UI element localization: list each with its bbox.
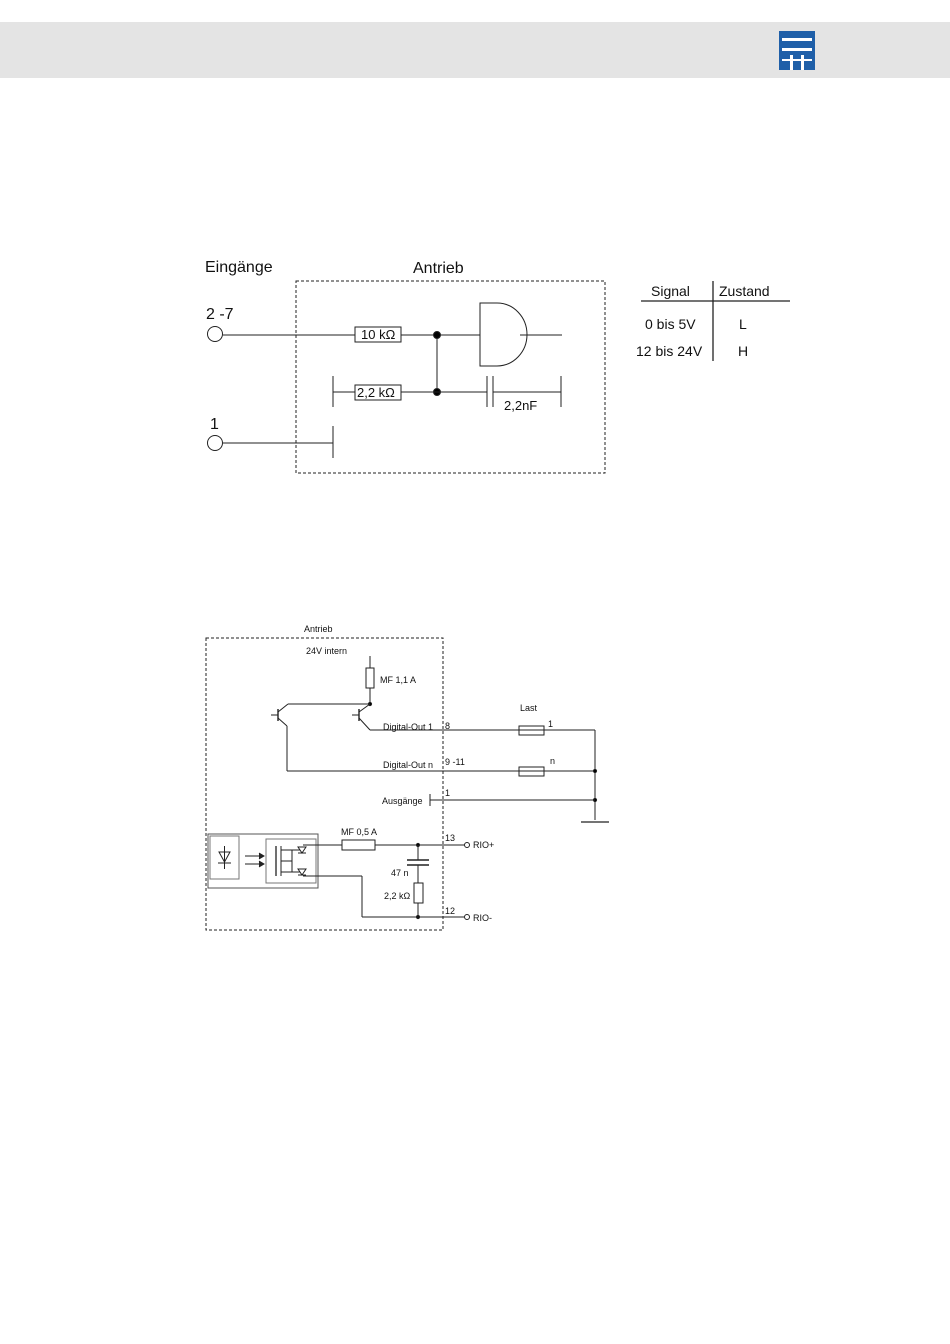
- terminal-1-label: 1: [210, 416, 219, 433]
- fuse-0-5a: [342, 840, 375, 850]
- drive-boundary: [296, 281, 605, 473]
- pin-13-label: 13: [445, 833, 455, 843]
- terminal-1-icon: [208, 436, 223, 451]
- table-header-signal: Signal: [651, 283, 690, 299]
- rio-minus-terminal-icon: [465, 915, 470, 920]
- resistor-2-2k-label: 2,2 kΩ: [357, 385, 395, 400]
- table-cell: H: [738, 343, 748, 359]
- outputs-label: Ausgänge: [382, 796, 423, 806]
- terminal-2-7-label: 2 -7: [206, 306, 234, 323]
- pin-8-label: 8: [445, 721, 450, 731]
- digital-out-n-label: Digital-Out n: [383, 760, 433, 770]
- terminal-2-7-icon: [208, 327, 223, 342]
- digital-out-1-label: Digital-Out 1: [383, 722, 433, 732]
- table-header-state: Zustand: [719, 283, 770, 299]
- inputs-title: Eingänge: [205, 259, 273, 276]
- logic-gate-icon: [480, 303, 527, 366]
- pin-12-label: 12: [445, 906, 455, 916]
- pin-9-11-label: 9 -11: [445, 757, 465, 767]
- fuse-1-1a: [366, 668, 374, 688]
- table-cell: 0 bis 5V: [645, 316, 696, 332]
- input-circuit-diagram: [208, 281, 791, 473]
- output-diagram-labels: Antrieb 24V intern MF 1,1 A Digital-Out …: [304, 624, 555, 923]
- table-cell: L: [739, 316, 747, 332]
- drive-title-2: Antrieb: [304, 624, 333, 634]
- rio-minus-label: RIO-: [473, 913, 492, 923]
- resistor-2-2k-b-label: 2,2 kΩ: [384, 891, 411, 901]
- resistor-10k-label: 10 kΩ: [361, 327, 396, 342]
- load-n-label: n: [550, 756, 555, 766]
- drive-title: Antrieb: [413, 260, 464, 277]
- rio-plus-terminal-icon: [465, 843, 470, 848]
- capacitor-label: 2,2nF: [504, 398, 537, 413]
- rio-plus-label: RIO+: [473, 840, 494, 850]
- pin-1-label: 1: [445, 788, 450, 798]
- fuse-2-label: MF 0,5 A: [341, 827, 377, 837]
- supply-label: 24V intern: [306, 646, 347, 656]
- resistor-2-2k-b: [414, 883, 423, 903]
- fuse-1-label: MF 1,1 A: [380, 675, 416, 685]
- junction-dot: [434, 332, 441, 339]
- cap-47n-label: 47 n: [391, 868, 409, 878]
- table-cell: 12 bis 24V: [636, 343, 703, 359]
- load-1-label: 1: [548, 719, 553, 729]
- load-label: Last: [520, 703, 538, 713]
